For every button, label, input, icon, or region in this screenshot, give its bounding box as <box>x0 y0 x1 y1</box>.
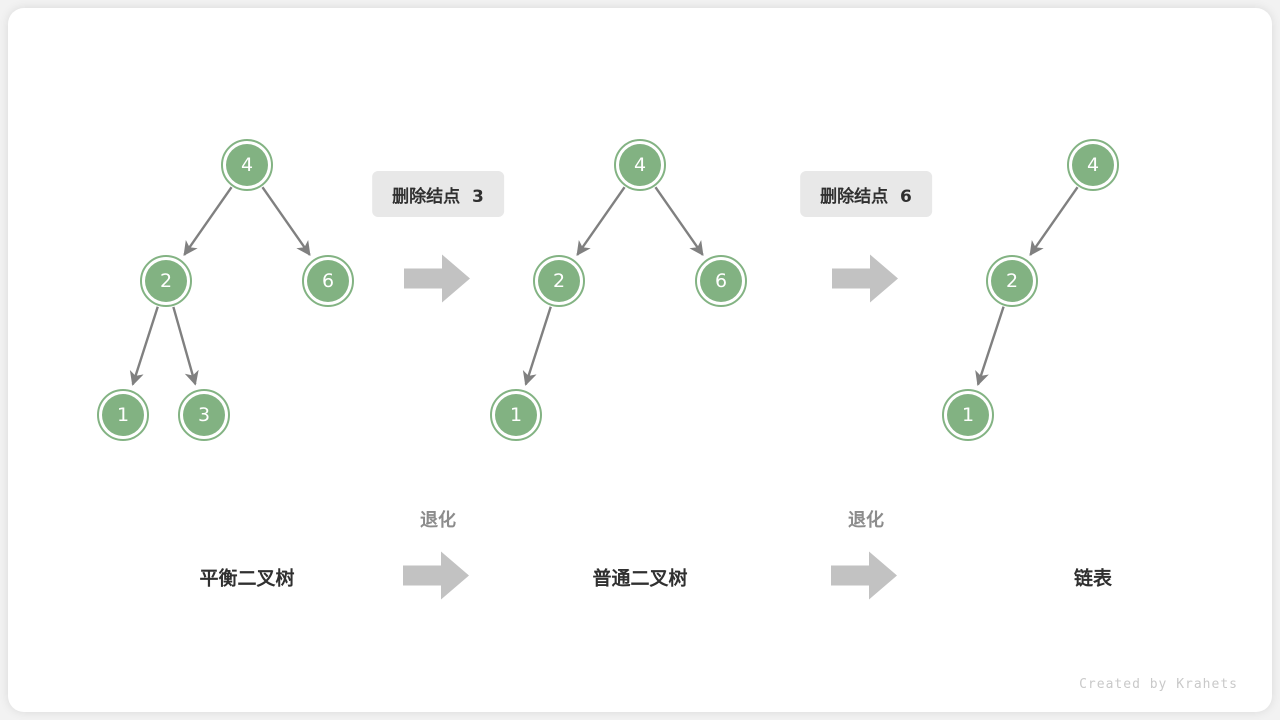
tree-node-value: 6 <box>700 260 742 302</box>
tree-node-value: 3 <box>183 394 225 436</box>
tree-node: 3 <box>178 389 230 441</box>
tree-node: 2 <box>986 255 1038 307</box>
tree-edge <box>261 186 311 256</box>
tree-node-value: 2 <box>145 260 187 302</box>
operation-arrow-delete-node-3 <box>404 253 472 310</box>
tree-node-value: 6 <box>307 260 349 302</box>
caption-balanced: 平衡二叉树 <box>199 567 295 590</box>
tree-node: 4 <box>221 139 273 191</box>
tree-edge <box>183 186 233 256</box>
tree-node: 6 <box>695 255 747 307</box>
tree-node: 1 <box>490 389 542 441</box>
transition-arrow-degenerate-1 <box>403 550 471 607</box>
operation-arrow-delete-node-6 <box>832 253 900 310</box>
tree-node: 2 <box>533 255 585 307</box>
diagram-card <box>8 8 1272 712</box>
caption-ordinary: 普通二叉树 <box>592 567 688 590</box>
operation-chip-delete-node-3: 删除结点 3 <box>372 171 504 217</box>
tree-node-value: 2 <box>991 260 1033 302</box>
tree-node-value: 1 <box>102 394 144 436</box>
tree-edge <box>129 306 159 386</box>
tree-node-value: 4 <box>226 144 268 186</box>
tree-node-value: 4 <box>1072 144 1114 186</box>
tree-node: 4 <box>1067 139 1119 191</box>
tree-edge <box>576 186 626 256</box>
tree-node-value: 1 <box>947 394 989 436</box>
tree-edge <box>522 306 552 386</box>
transition-label-degenerate-1: 退化 <box>420 510 456 531</box>
credit-watermark: Created by Krahets <box>1079 677 1238 692</box>
tree-edge <box>172 306 199 386</box>
tree-node-value: 4 <box>619 144 661 186</box>
caption-linkedlist: 链表 <box>1073 567 1113 590</box>
tree-node: 6 <box>302 255 354 307</box>
transition-arrow-degenerate-2 <box>831 550 899 607</box>
tree-edge <box>654 186 704 256</box>
tree-node: 1 <box>942 389 994 441</box>
operation-chip-delete-node-6: 删除结点 6 <box>800 171 932 217</box>
tree-node: 4 <box>614 139 666 191</box>
tree-node-value: 2 <box>538 260 580 302</box>
tree-edge <box>975 306 1005 386</box>
tree-node: 1 <box>97 389 149 441</box>
transition-label-degenerate-2: 退化 <box>848 510 884 531</box>
tree-node-value: 1 <box>495 394 537 436</box>
tree-node: 2 <box>140 255 192 307</box>
tree-edge <box>1029 186 1079 256</box>
